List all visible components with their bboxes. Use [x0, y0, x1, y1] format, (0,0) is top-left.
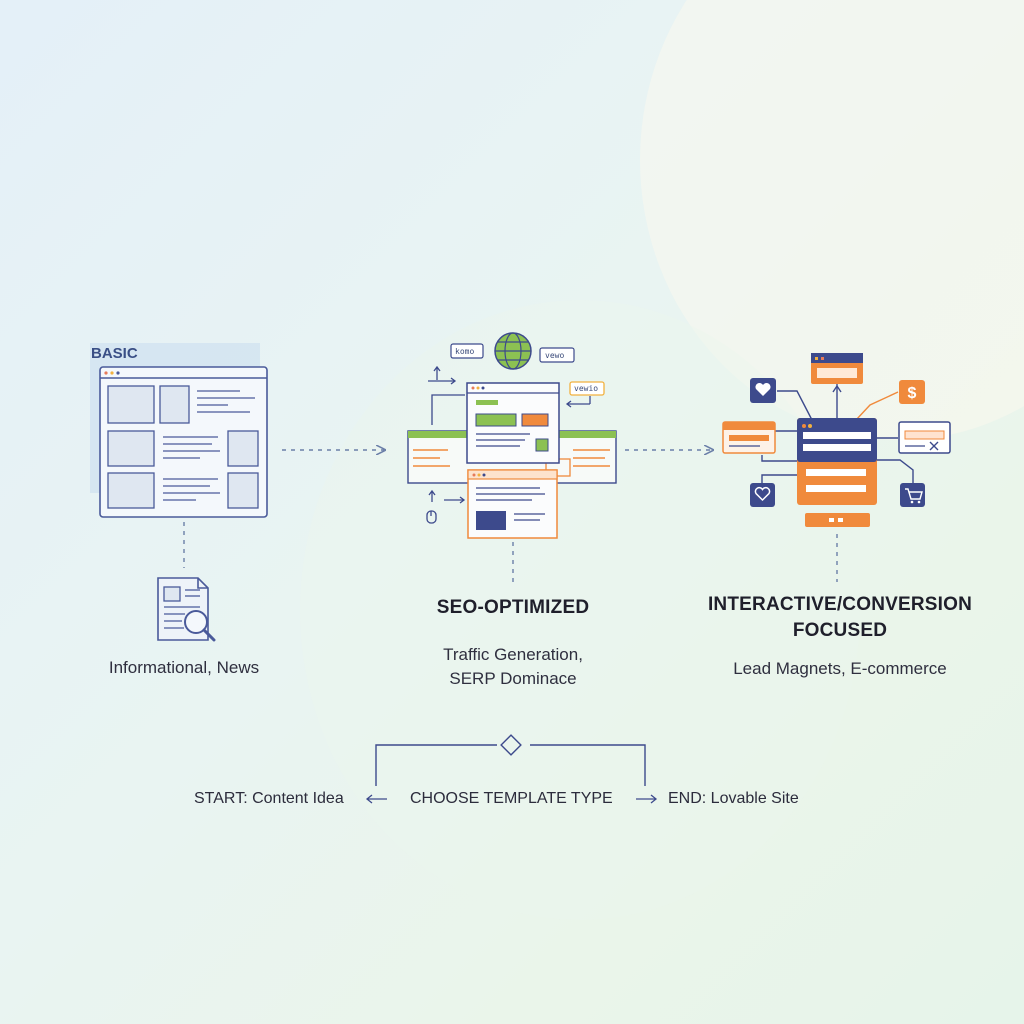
interactive-layout-illustration: $: [722, 353, 951, 527]
cart-icon: [900, 483, 925, 507]
keyword-bubble-left-text: komo: [455, 347, 474, 356]
seo-layout-illustration: komo vewo vewio: [407, 332, 617, 539]
flow-connector: [365, 734, 658, 804]
keyword-bubble-right: vewo: [539, 347, 575, 363]
svg-text:$: $: [908, 385, 917, 402]
document-search-icon: [157, 577, 216, 642]
flow-decision-label: CHOOSE TEMPLATE TYPE: [410, 790, 613, 807]
keyword-bubble-right-text: vewo: [545, 351, 564, 360]
globe-icon: [494, 332, 532, 370]
seo-subtitle-line1: Traffic Generation,: [443, 645, 583, 664]
flow-end-label: END: Lovable Site: [668, 790, 799, 807]
flow-start-label: START: Content Idea: [194, 790, 344, 807]
keyword-bubble-small: vewio: [569, 381, 605, 396]
keyword-bubble-left: komo: [450, 343, 484, 359]
keyword-bubble-small-text: vewio: [574, 384, 598, 393]
basic-layout-illustration: [90, 343, 268, 518]
seo-subtitle-line2: SERP Dominace: [449, 669, 577, 688]
interactive-title-line1: INTERACTIVE/CONVERSION: [707, 594, 973, 615]
decision-diamond: [500, 734, 522, 756]
heart-icon: [750, 378, 776, 403]
basic-subtitle: Informational, News: [108, 658, 260, 677]
seo-title: SEO-OPTIMIZED: [436, 597, 590, 618]
dollar-icon: $: [899, 380, 925, 404]
heart-outline-icon: [750, 483, 775, 507]
interactive-subtitle: Lead Magnets, E-commerce: [733, 659, 947, 678]
interactive-title-line2: FOCUSED: [792, 620, 888, 641]
basic-badge: BASIC: [91, 345, 138, 362]
